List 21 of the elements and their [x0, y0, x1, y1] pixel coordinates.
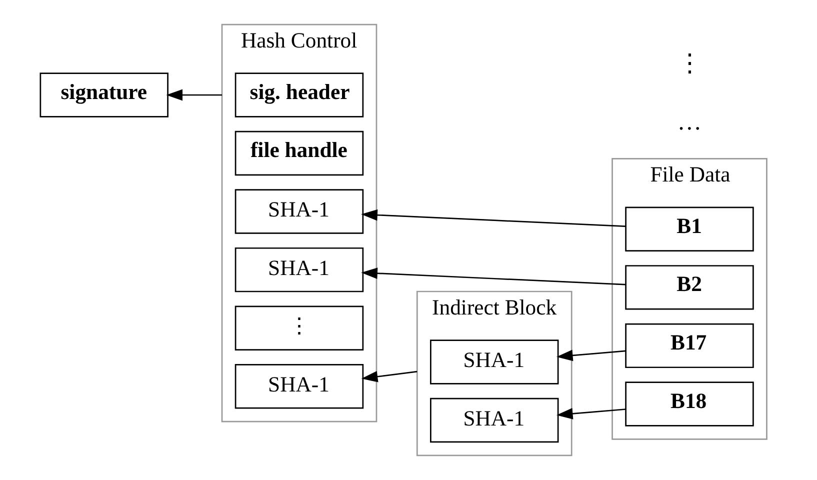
node-box: SHA-1 [234, 247, 364, 292]
node-box: SHA-1 [234, 189, 364, 234]
arrow [166, 89, 222, 101]
label: ⋮ [676, 50, 701, 78]
arrow [556, 350, 626, 362]
node-box: ⋮ [234, 306, 364, 350]
node-box: SHA-1 [430, 340, 558, 384]
arrow [360, 268, 625, 286]
node-box: B1 [624, 206, 754, 252]
arrow [360, 370, 417, 382]
node-box: B18 [624, 382, 754, 426]
node-box: SHA-1 [430, 398, 558, 443]
node-box: file handle [234, 130, 364, 176]
arrow [556, 408, 626, 420]
node-box: B17 [624, 323, 754, 368]
node-box: signature [39, 72, 168, 118]
label: … [676, 108, 702, 136]
node-box: sig. header [234, 72, 364, 118]
node-box: B2 [624, 265, 754, 310]
arrow [360, 209, 625, 227]
node-box: SHA-1 [234, 364, 364, 409]
